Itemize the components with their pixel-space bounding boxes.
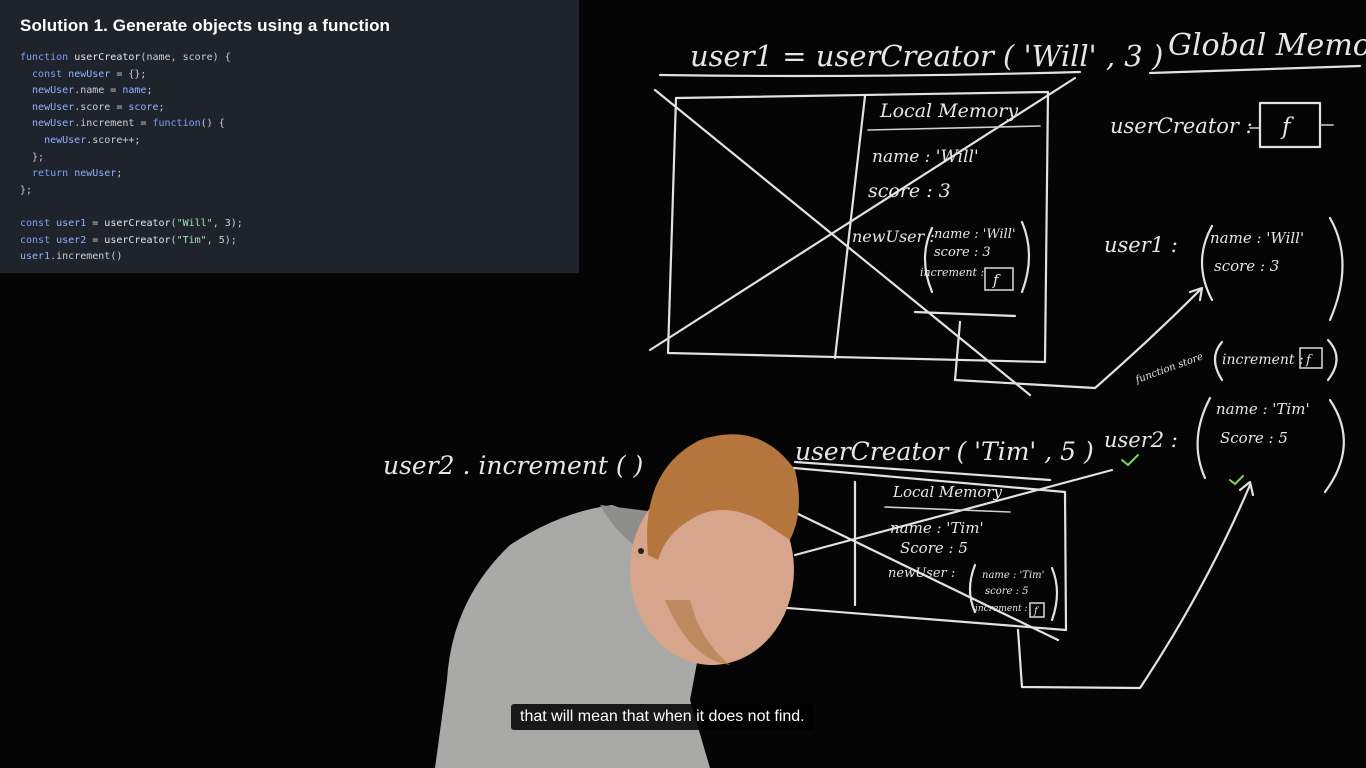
code-block: function userCreator(name, score) { cons… — [20, 50, 559, 266]
lm2-score-text: Score : 5 — [900, 539, 968, 557]
gm-user1-score-text: score : 3 — [1214, 257, 1279, 275]
local-memory-box-1: Local Memory name : 'Will' score : 3 new… — [648, 76, 1077, 397]
code-token: }; — [20, 184, 33, 196]
code-token: userCreator — [104, 234, 171, 246]
lm2-newuser-text: newUser : — [888, 566, 955, 581]
gm-user1-name-text: name : 'Will' — [1210, 229, 1304, 247]
lm1-obj-name-text: name : 'Will' — [934, 227, 1016, 242]
code-token: ( — [170, 217, 177, 229]
code-token: const — [20, 217, 57, 229]
code-token: userCreator — [104, 217, 171, 229]
code-token: ; — [116, 168, 123, 180]
code-token: userCreator — [74, 52, 141, 63]
call-user2-text: userCreator ( 'Tim' , 5 ) — [795, 437, 1094, 466]
code-token: function — [152, 118, 201, 130]
code-token: ; — [158, 101, 165, 113]
gm-usercreator-text: userCreator : — [1110, 114, 1253, 138]
code-token: name — [122, 85, 147, 97]
code-token: = — [86, 234, 105, 246]
lm1-name-text: name : 'Will' — [872, 147, 979, 167]
code-line: function userCreator(name, score) { — [20, 50, 559, 67]
slide-title: Solution 1. Generate objects using a fun… — [20, 16, 391, 35]
code-token: newUser — [20, 118, 75, 130]
code-token: = — [86, 217, 105, 229]
call-user1-text: user1 = userCreator ( 'Will' , 3 ) — [690, 39, 1163, 73]
local-memory-2-heading: Local Memory — [892, 483, 1003, 501]
code-line: const user1 = userCreator("Will", 3); — [20, 216, 559, 233]
call-increment-text: user2 . increment ( ) — [383, 451, 643, 480]
lm1-obj-score-text: score : 3 — [934, 245, 991, 260]
code-token: const — [20, 68, 69, 80]
code-token: ; — [146, 85, 153, 97]
code-line: newUser.name = name; — [20, 83, 559, 100]
gm-store-increment-text: increment : — [1222, 352, 1304, 368]
subtitle-caption: that will mean that when it does not fin… — [511, 704, 814, 730]
code-token: const — [20, 234, 57, 246]
code-token: user1 — [20, 251, 51, 263]
code-token: newUser — [74, 168, 117, 180]
gm-user2-text: user2 : — [1104, 428, 1178, 452]
code-token: function — [20, 52, 75, 63]
local-memory-box-2: Local Memory name : 'Tim' Score : 5 newU… — [748, 463, 1114, 642]
lm1-newuser-text: newUser : — [852, 227, 935, 246]
code-token: newUser — [20, 134, 87, 146]
code-token: .score++; — [86, 134, 141, 146]
code-token: newUser — [20, 85, 75, 97]
code-token: ( — [170, 234, 177, 246]
code-token: "Will" — [176, 217, 213, 229]
code-line: user1.increment() — [20, 249, 559, 266]
lm2-f-text: f — [1033, 606, 1040, 617]
code-token: , 5); — [206, 234, 237, 246]
code-token: .score = — [74, 101, 129, 113]
code-token: newUser — [20, 101, 75, 113]
lm2-obj-score-text: score : 5 — [985, 586, 1029, 597]
local-memory-1-heading: Local Memory — [879, 100, 1018, 122]
code-token: user1 — [56, 217, 87, 229]
code-line: const user2 = userCreator("Tim", 5); — [20, 233, 559, 250]
gm-user2-name-text: name : 'Tim' — [1216, 400, 1310, 418]
code-token: .name = — [74, 85, 123, 97]
code-line — [20, 199, 559, 216]
gm-store-f-text: f — [1305, 353, 1313, 368]
gm-f-text: f — [1280, 114, 1294, 140]
gm-user1-text: user1 : — [1104, 233, 1178, 257]
code-token: }; — [20, 151, 45, 163]
code-token: user2 — [56, 234, 87, 246]
code-token: .increment() — [50, 251, 123, 263]
lm2-obj-name-text: name : 'Tim' — [982, 570, 1044, 581]
lm2-obj-increment-text: increment : — [975, 604, 1028, 614]
lm1-f-text: f — [992, 271, 1001, 289]
code-line: return newUser; — [20, 166, 559, 183]
code-line: newUser.score++; — [20, 133, 559, 150]
code-token: .increment = — [74, 118, 153, 130]
code-line: newUser.increment = function() { — [20, 116, 559, 133]
lm1-score-text: score : 3 — [868, 180, 951, 202]
code-token: return — [20, 168, 75, 180]
code-line: newUser.score = score; — [20, 100, 559, 117]
code-line: }; — [20, 150, 559, 167]
code-token: , 3); — [212, 217, 243, 229]
lm1-obj-increment-text: increment : — [920, 266, 984, 279]
global-memory-heading: Global Memory — [1168, 28, 1366, 63]
gm-user2-score-text: Score : 5 — [1220, 429, 1288, 447]
code-line: const newUser = {}; — [20, 67, 559, 84]
code-token: newUser — [68, 68, 111, 80]
code-line: }; — [20, 183, 559, 200]
code-token: = {}; — [110, 68, 147, 80]
slide-code-panel: Solution 1. Generate objects using a fun… — [0, 0, 579, 273]
code-token: "Tim" — [176, 234, 207, 246]
lm2-name-text: name : 'Tim' — [890, 519, 984, 537]
code-token: () { — [200, 118, 225, 130]
code-token: score — [128, 101, 159, 113]
code-token: (name, score) { — [140, 52, 231, 63]
